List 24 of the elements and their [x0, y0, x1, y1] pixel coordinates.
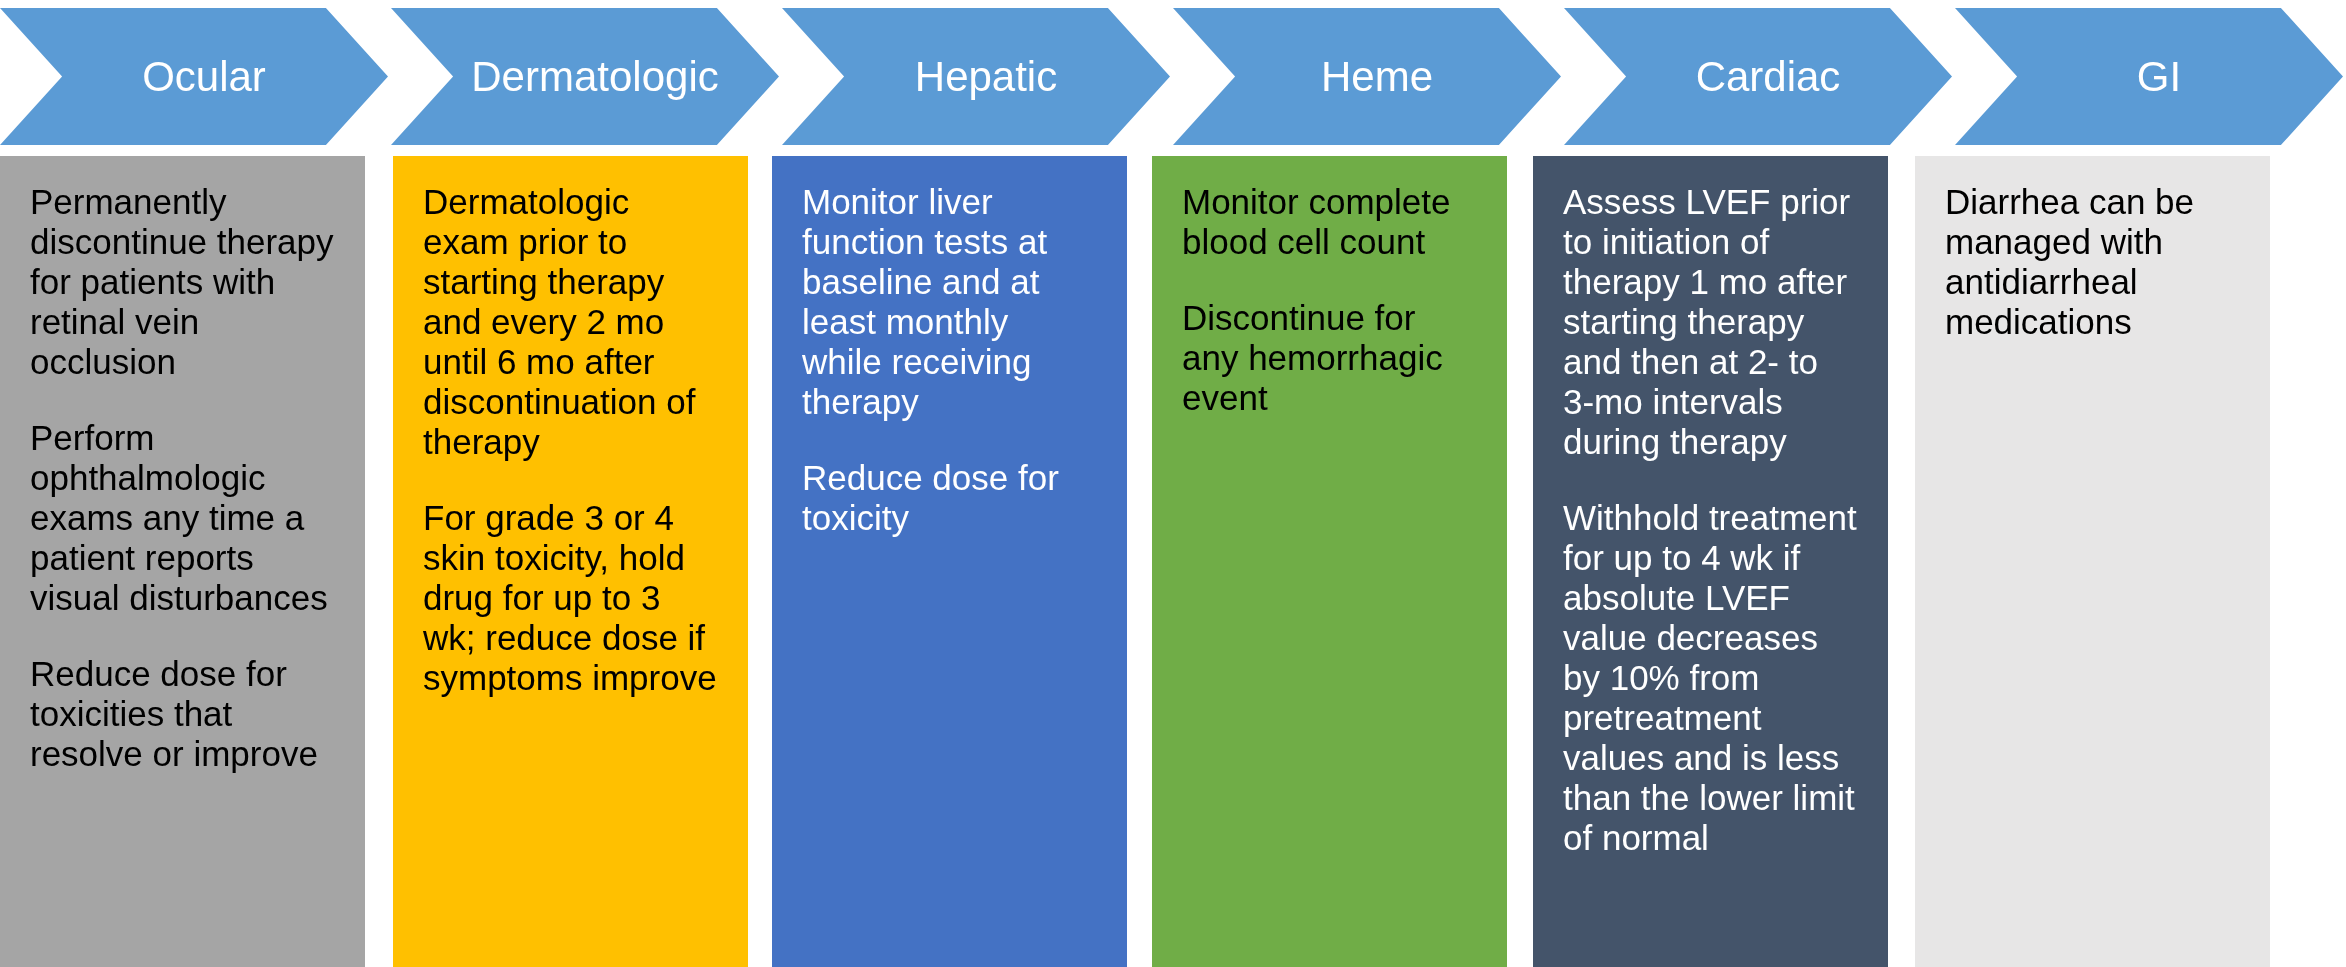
chevron-heading: Ocular [0, 8, 388, 145]
guideline-text: Discontinue for any hemorrhagic event [1182, 298, 1444, 418]
guideline-text: Diarrhea can be managed with antidiarrheal medications [1945, 182, 2196, 342]
guideline-text: Perform ophthalmologic exams any time a patient reports visual disturbances [30, 418, 329, 618]
guideline-text: Dermatologic exam prior to starting therapy and every 2 mo until 6 mo after discontinuation of therapy [423, 182, 697, 462]
guideline-panel [772, 156, 1127, 967]
guideline-panel [393, 156, 748, 967]
guideline-panel [1152, 156, 1507, 967]
guideline-text: Reduce dose for toxicities that resolve or improve [30, 654, 319, 774]
chevron-heading: Heme [1173, 8, 1561, 145]
guideline-text: Withhold treatment for up to 4 wk if absolute LVEF value decreases by 10% from pretreatment values and is less than the lower limit of normal [1563, 498, 1858, 858]
chevron-heading: GI [1955, 8, 2343, 145]
guideline-text: Reduce dose for toxicity [802, 458, 1060, 538]
guideline-text: Assess LVEF prior to initiation of therapy 1 mo after starting therapy and then at 2- to 3-mo intervals during therapy [1563, 182, 1852, 462]
guideline-panel [1533, 156, 1888, 967]
chevron-heading: Cardiac [1564, 8, 1952, 145]
guideline-text: Monitor complete blood cell count [1182, 182, 1452, 262]
chevron-heading: Hepatic [782, 8, 1170, 145]
guideline-text: For grade 3 or 4 skin toxicity, hold drug for up to 3 wk; reduce dose if symptoms improve [423, 498, 718, 698]
guideline-text: Monitor liver function tests at baseline and at least monthly while receiving therapy [802, 182, 1049, 422]
guideline-panel [1915, 156, 2270, 967]
guideline-text: Permanently discontinue therapy for patients with retinal vein occlusion [30, 182, 335, 382]
chevron-heading: Dermatologic [391, 8, 779, 145]
guideline-panel [0, 156, 365, 967]
